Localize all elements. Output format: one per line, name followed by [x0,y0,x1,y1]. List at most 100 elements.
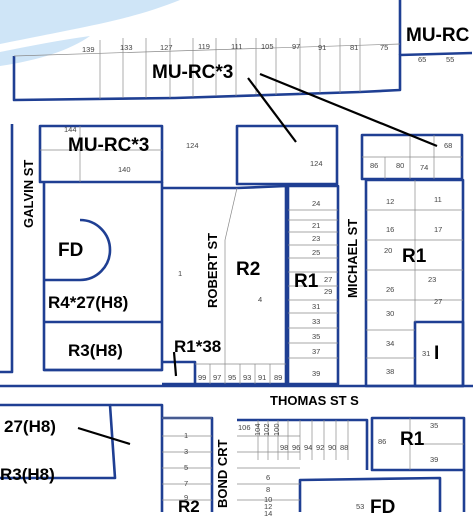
lot-number: 7 [184,479,189,488]
zone-boundary-west-edge [0,124,14,374]
zone-label-r4-27-h8: R4*27(H8) [48,293,129,312]
lot-number: 37 [312,347,321,356]
lot-number: 21 [312,221,321,230]
lot-number: 17 [434,225,443,234]
lot-number: 144 [64,125,77,134]
lot-number: 11 [434,195,442,204]
zone-label-i: I [434,343,440,364]
zone-boundary-mu-rc3-left [38,124,164,184]
lot-number: 74 [420,163,429,172]
leader-lines [77,72,438,446]
lot-number: 9 [184,493,189,502]
lot-number: 127 [160,43,173,52]
lot-number: 23 [312,234,321,243]
zone-label-r1-thomas-se: R1 [400,429,425,450]
lot-number: 35 [312,332,321,341]
leader-27h8 [77,426,131,446]
zone-boundary-fd-circle [44,218,112,282]
lot-number: 90 [328,443,337,452]
zone-label-27-h8-partial: 27(H8) [4,417,56,436]
zone-label-mu-rc3-left: MU-RC*3 [68,135,150,156]
lot-number: 39 [430,455,439,464]
zone-label-mu-rc3-top: MU-RC*3 [152,62,234,83]
lot-number: 106 [238,423,251,432]
leader-r1-38 [172,351,178,377]
lot-number: 53 [356,502,365,511]
lot-number: 4 [258,295,263,304]
street-label-galvin: GALVIN ST [21,159,36,228]
lot-number: 68 [444,141,453,150]
zone-label-r2-robert: R2 [236,259,261,280]
lot-number: 6 [266,473,271,482]
lot-number: 111 [231,42,243,51]
lot-number: 1 [178,269,183,278]
lot-number: 81 [350,43,359,52]
zone-label-r1-robert: R1 [294,271,319,292]
lot-number: 93 [243,373,252,382]
lot-number: 20 [384,246,393,255]
street-label-bond: BOND CRT [215,439,230,508]
zone-boundary-124 [235,124,339,186]
lot-number: 119 [198,42,210,51]
lot-number: 23 [428,275,437,284]
lot-number: 33 [312,317,321,326]
zone-boundary-fd-south [298,476,442,512]
lot-number: 12 [264,502,273,511]
lot-number: 86 [378,437,387,446]
lot-number: 3 [184,447,189,456]
lot-number: 1 [184,431,189,440]
lot-number: 97 [292,42,301,51]
lot-number: 100 [272,423,281,436]
lot-number: 98 [280,443,289,452]
zone-boundary-mu-rc3-top [12,51,473,102]
lot-number: 14 [264,509,273,518]
lot-number: 39 [312,369,321,378]
lot-number: 88 [340,443,349,452]
leader-mu-rc3-right [259,72,438,148]
lot-number: 16 [386,225,395,234]
lot-number: 99 [198,373,207,382]
lot-number: 86 [370,161,379,170]
lot-number: 5 [184,463,189,472]
lot-number: 91 [258,373,267,382]
lot-lines [13,38,464,501]
lot-number: 89 [274,373,283,382]
lot-number: 133 [120,43,133,52]
lot-number: 27 [434,297,443,306]
zone-label-r2-partial: R2 [178,497,200,516]
zone-label-fd-south: FD [370,497,396,518]
lot-number: 25 [312,248,321,257]
lot-number: 24 [312,199,321,208]
street-label-michael: MICHAEL ST [345,218,360,298]
lot-number: 124 [310,159,323,168]
lot-number: 80 [396,161,405,170]
zone-boundary-r1-38 [162,360,197,384]
zone-boundary-south-left [0,403,117,480]
lot-number: 139 [82,45,95,54]
zone-label-r3-h8-partial: R3(H8) [0,465,55,484]
lot-number: 75 [380,43,389,52]
lot-number: 29 [324,287,333,296]
lot-number: 34 [386,339,395,348]
lot-number: 97 [213,373,222,382]
zone-boundary-r1-robert [286,184,340,386]
lot-number: 30 [386,309,395,318]
leader-mu-rc3-mid [247,77,297,143]
lot-number: 91 [318,43,327,52]
zone-boundary-south-27 [110,403,164,512]
lot-number: 94 [304,443,313,452]
lot-number: 31 [422,349,431,358]
lot-number: 124 [186,141,199,150]
creek-water [0,0,180,44]
zone-boundary-r2 [162,184,288,386]
lot-number: 102 [262,423,271,436]
creek-water-lower [0,36,90,66]
zone-boundary-thomas-south-row [237,418,369,470]
street-label-thomas: THOMAS ST S [270,393,359,408]
zone-label-r1-38: R1*38 [174,337,222,356]
lot-number: 55 [446,55,455,64]
lot-number: 31 [312,302,321,311]
zone-label-r1-michael: R1 [402,246,427,267]
